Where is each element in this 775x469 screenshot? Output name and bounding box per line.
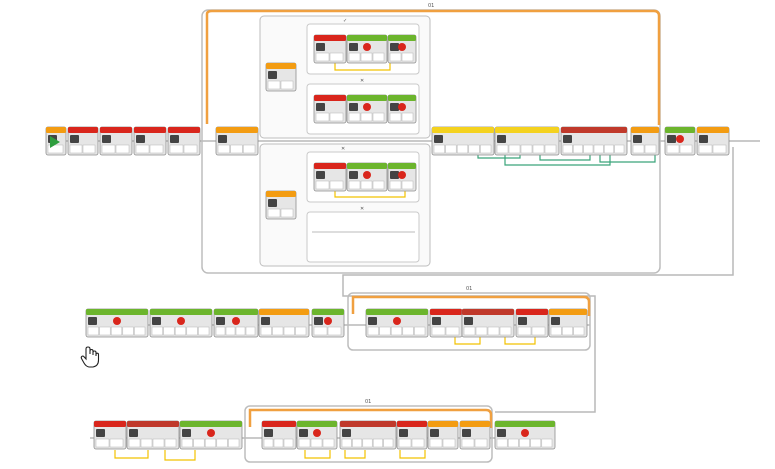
move-steering-block[interactable] [387, 34, 417, 64]
math-block[interactable] [339, 420, 397, 450]
display-block[interactable] [429, 308, 463, 338]
move-tank-block[interactable] [494, 420, 556, 450]
bottom-loop-label: 01 [365, 399, 371, 405]
display-block[interactable] [313, 34, 347, 64]
case-b-label: ✕ [360, 78, 364, 84]
outer-loop[interactable]: 01 [201, 3, 661, 274]
display-block[interactable] [93, 420, 127, 450]
move-tank-block[interactable] [149, 308, 213, 338]
compare-block[interactable] [494, 126, 560, 156]
move-steering-block[interactable] [296, 420, 338, 450]
display-block[interactable] [313, 94, 347, 124]
move-steering-block[interactable] [387, 94, 417, 124]
display-block[interactable] [261, 420, 297, 450]
math-block[interactable] [461, 308, 515, 338]
move-tank-block[interactable] [346, 34, 388, 64]
outer-loop-label: 01 [428, 3, 434, 9]
wait-block[interactable] [548, 308, 588, 338]
programming-blocks[interactable] [45, 34, 730, 450]
compare-block[interactable] [431, 126, 495, 156]
middle-loop-label: 01 [466, 286, 472, 292]
move-steering-block[interactable] [311, 308, 345, 338]
case-d-label: ✕ [360, 206, 364, 212]
move-tank-block[interactable] [365, 308, 429, 338]
move-tank-block[interactable] [179, 420, 243, 450]
move-steering-block[interactable] [664, 126, 696, 156]
large-motor-block[interactable] [99, 126, 133, 156]
display-block[interactable] [313, 162, 347, 192]
large-motor-block[interactable] [67, 126, 99, 156]
move-tank-block[interactable] [85, 308, 149, 338]
bottom-loop[interactable]: 01 [244, 399, 493, 463]
loop-interrupt-block[interactable] [630, 126, 660, 156]
large-motor-block[interactable] [133, 126, 167, 156]
display-block[interactable] [515, 308, 549, 338]
wait-block[interactable] [427, 420, 459, 450]
sensor-switch-block[interactable] [265, 190, 297, 220]
case-a-label: ✓ [343, 18, 347, 24]
sensor-switch-block[interactable] [265, 62, 297, 92]
move-steering-block[interactable] [213, 308, 259, 338]
middle-loop[interactable]: 01 [347, 286, 591, 351]
loop-interrupt-block[interactable] [459, 420, 491, 450]
move-tank-block[interactable] [346, 162, 388, 192]
move-steering-block[interactable] [387, 162, 417, 192]
case-c-label: ✕ [341, 146, 345, 152]
switch-block[interactable] [215, 126, 259, 156]
display-block[interactable] [396, 420, 428, 450]
move-tank-block[interactable] [346, 94, 388, 124]
hand-cursor-icon [80, 346, 100, 368]
sensor-block[interactable] [258, 308, 310, 338]
wait-block[interactable] [696, 126, 730, 156]
start-icon[interactable] [50, 136, 60, 148]
math-block[interactable] [126, 420, 180, 450]
large-motor-block[interactable] [167, 126, 201, 156]
math-block[interactable] [560, 126, 628, 156]
